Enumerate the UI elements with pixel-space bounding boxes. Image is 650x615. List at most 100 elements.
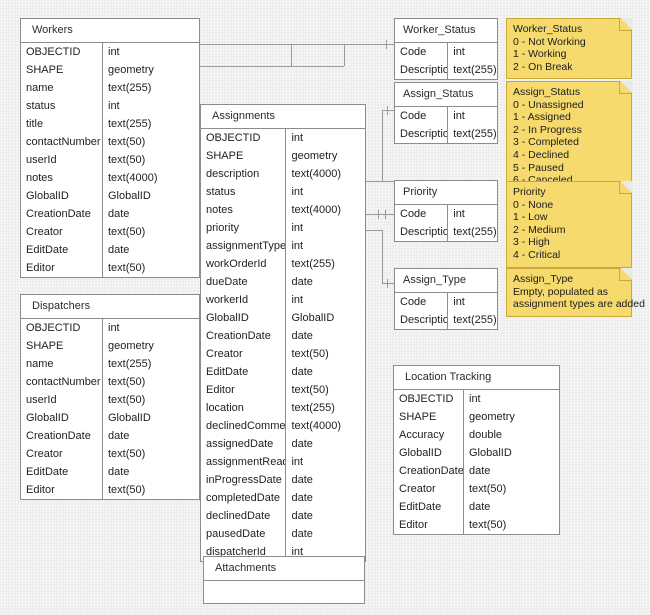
attribute-type: text(255) <box>291 402 335 414</box>
attribute-name: Creator <box>21 445 103 463</box>
attribute-type: text(50) <box>108 226 146 238</box>
attribute-name: userId <box>21 151 103 169</box>
attribute-type: date <box>291 276 313 288</box>
note-priority[interactable]: Priority 0 - None 1 - Low 2 - Medium 3 -… <box>506 181 632 268</box>
attribute-type: int <box>469 393 481 405</box>
attribute-name: Code <box>395 293 449 311</box>
attribute-type: text(255) <box>108 118 152 130</box>
note-line: 0 - Unassigned <box>513 98 584 111</box>
connector-stub <box>388 44 394 45</box>
attribute-type: text(255) <box>453 128 497 140</box>
attribute-row: Description text(255) <box>395 125 497 143</box>
attribute-type: geometry <box>108 64 154 76</box>
note-line: 5 - Paused <box>513 161 564 174</box>
attribute-type: GlobalID <box>291 312 335 324</box>
note-fold-icon <box>619 18 632 31</box>
attribute-name: OBJECTID <box>394 390 464 408</box>
attribute-type: text(50) <box>108 484 146 496</box>
connector-assign-status <box>366 181 394 182</box>
attribute-name: CreationDate <box>21 427 103 445</box>
note-worker-status[interactable]: Worker_Status 0 - Not Working 1 - Workin… <box>506 18 632 80</box>
connector-tick <box>387 279 388 288</box>
note-assign-status[interactable]: Assign_Status 0 - Unassigned 1 - Assigne… <box>506 81 632 193</box>
attribute-name: userId <box>21 391 103 409</box>
attribute-type: int <box>453 208 465 220</box>
connector-assign-type-h <box>382 283 394 284</box>
attribute-type: GlobalID <box>108 190 151 202</box>
connector-tick <box>386 40 387 49</box>
attribute-type: text(50) <box>108 376 146 388</box>
attribute-row: contactNumber text(50) <box>21 373 199 391</box>
attribute-type: geometry <box>108 340 154 352</box>
note-line: 3 - Completed <box>513 136 579 149</box>
attribute-type: int <box>291 546 304 558</box>
attribute-row: Descriptiontext(255) <box>395 61 497 79</box>
attribute-type: text(4000) <box>291 420 342 432</box>
note-fold-icon <box>619 181 632 194</box>
attribute-type: date <box>291 510 313 522</box>
attribute-type: text(50) <box>108 262 146 274</box>
attribute-name: Description <box>395 223 449 241</box>
attribute-type: date <box>108 466 130 478</box>
attribute-name: Description <box>395 61 449 79</box>
note-assign-type[interactable]: Assign_Type Empty, populated as assignme… <box>506 268 645 317</box>
attribute-name: notes <box>201 201 287 219</box>
attribute-name: EditDate <box>394 498 464 516</box>
attribute-name: Description <box>395 125 449 143</box>
attribute-type: text(255) <box>108 82 152 94</box>
attribute-name: Creator <box>201 345 287 363</box>
attribute-name: EditDate <box>21 463 103 481</box>
attribute-type: date <box>291 474 313 486</box>
entity-title: Dispatchers <box>21 295 199 319</box>
attribute-type: date <box>108 208 130 220</box>
attribute-name: Code <box>395 107 449 125</box>
attribute-name: assignmentType <box>201 237 287 255</box>
note-line: Empty, populated as <box>513 285 608 298</box>
attribute-name: dueDate <box>201 273 287 291</box>
attribute-type: date <box>291 528 313 540</box>
connector-tick <box>378 210 379 219</box>
attribute-type: date <box>108 430 130 442</box>
attribute-row: Descriptiontext(255) <box>395 311 497 329</box>
attribute-type: text(50) <box>108 136 146 148</box>
attribute-name: status <box>21 97 103 115</box>
attribute-name: contactNumber <box>21 373 103 391</box>
entity-title: Priority <box>395 181 497 205</box>
attribute-type: text(4000) <box>291 168 342 180</box>
attribute-type: int <box>291 294 304 306</box>
attribute-name: name <box>21 355 103 373</box>
entity-attachments[interactable]: Attachments <box>203 556 365 604</box>
connector-workers-status <box>186 44 394 45</box>
